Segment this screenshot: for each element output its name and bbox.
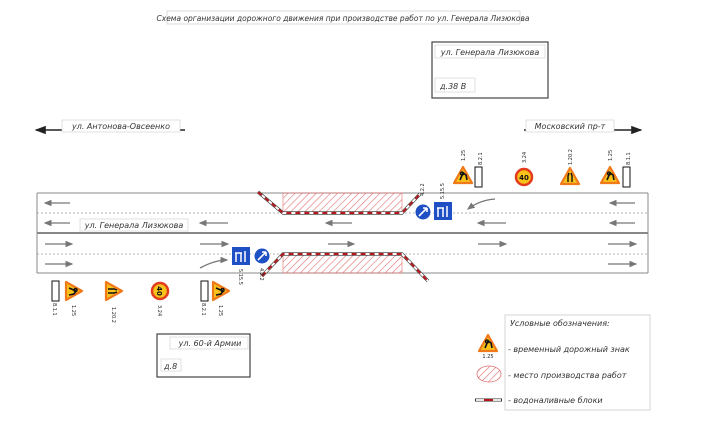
sign-code: 4.2.2 [258,268,264,281]
sign-code: 8.1.1 [51,303,57,316]
sign-code: 1.20.2 [110,307,116,323]
keep-left-sign-icon [253,247,271,265]
road-works-sign-icon [452,165,474,185]
legend-item: - место производства работ [508,371,627,380]
sign-code: 1.25 [217,305,223,316]
road-narrows-sign-icon [104,280,124,302]
direction-right-label: Московский пр-т [535,122,606,131]
sign-code: 1.25 [70,305,76,316]
direction-left-label: ул. Антонова-Овсеенко [71,122,170,131]
lane-arrows [43,198,638,269]
page-title: Схема организации дорожного движения при… [157,14,530,23]
road-works-sign-icon [211,280,231,302]
road-narrows-sign-icon [559,166,581,186]
building-bottom-street: ул. 60-й Армии [178,339,242,348]
legend-item: - водоналивные блоки [508,396,603,405]
building-top-number: д.38 В [439,82,466,91]
sign-code: 4.2.2 [420,183,426,196]
building-top: ул. Генерала Лизюкова д.38 В [431,41,549,99]
sign-code: 1.25 [608,150,614,161]
signs-bottom: 40 8.1.1 1.25 1.20.2 3.24 8.2.1 1.25 [51,280,231,323]
sign-code: 1.25 [461,150,467,161]
legend-sign-code: 1.25 [482,354,493,360]
signs-top: 40 1.25 8.2.1 3.24 1.20.2 1.25 8.1.1 [452,149,632,188]
sign-code: 3.24 [156,305,162,316]
speed-limit-value: 40 [155,286,163,296]
sign-code: 8.2.1 [478,152,484,165]
sign-code: 8.2.1 [200,303,206,316]
lane-direction-sign-icon [433,201,453,221]
legend-work-zone-icon [476,365,502,383]
legend-sign-icon [477,333,499,353]
sign-code: 8.1.1 [626,152,632,165]
sign-code: 1.20.2 [568,149,574,165]
title-box [166,10,521,25]
work-zone-upper [282,192,403,214]
legend-title: Условные обозначения: [510,319,610,328]
sign-code: 5.15.5 [237,269,243,285]
legend-item: - временный дорожный знак [508,345,630,354]
legend: Условные обозначения: 1.25 - временный д… [475,314,651,411]
sign-code: 3.24 [522,152,528,163]
lane-direction-sign-icon [231,246,251,266]
building-bottom-number: д.8 [163,362,177,371]
keep-right-sign-icon [414,203,432,221]
building-top-street: ул. Генерала Лизюкова [440,48,540,57]
speed-limit-value: 40 [519,174,529,182]
building-bottom: ул. 60-й Армии д.8 [156,333,251,378]
road-works-sign-icon [599,165,621,185]
work-zone-lower [282,253,403,274]
sign-code: 5.15.5 [440,183,446,199]
road-works-sign-icon [64,280,84,302]
road-name-label: ул. Генерала Лизюкова [84,221,184,230]
